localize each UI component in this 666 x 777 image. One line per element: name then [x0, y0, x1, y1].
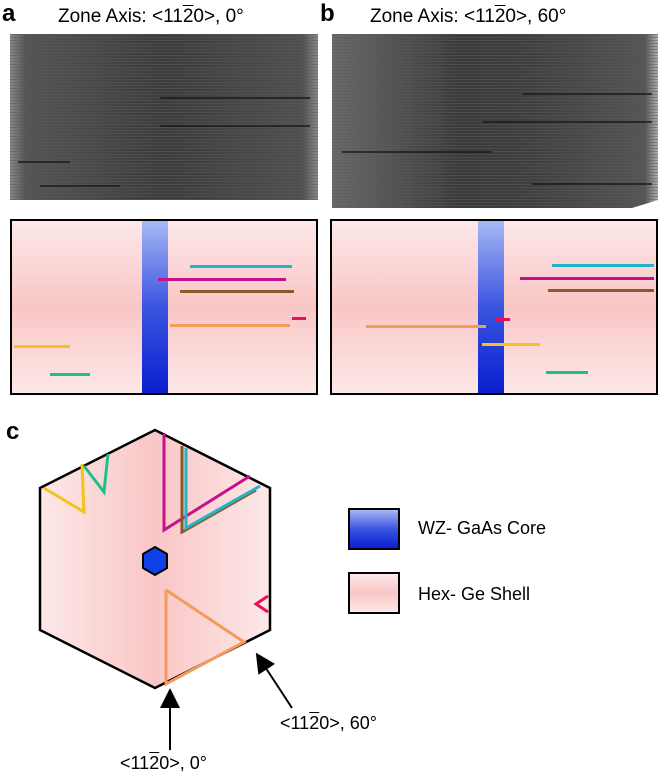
defect-line-yellow-b: [482, 343, 540, 346]
tem-stripes-b: [332, 34, 658, 208]
defect-line-green-b: [546, 371, 588, 374]
defect-line-cyan-b: [552, 264, 654, 267]
defect-line-brown-b: [548, 289, 654, 292]
legend-core-label: WZ- GaAs Core: [418, 518, 547, 538]
hexagon-diagram: [38, 428, 293, 750]
arrow-sixty-suffix: 0>, 60°: [319, 713, 377, 733]
panel-label-b: b: [320, 0, 335, 27]
panel-label-a: a: [2, 0, 16, 27]
hex-defect-brown: [180, 446, 257, 535]
core-hexagon: [142, 545, 168, 577]
schematic-b: [330, 219, 658, 395]
hex-defect-cyan: [184, 448, 261, 531]
schematic-a: [10, 219, 318, 395]
panel-label-c: c: [6, 418, 20, 445]
title-a-suffix: 0>, 0°: [193, 6, 244, 27]
defect-line-orange-b: [366, 325, 486, 328]
defect-line-orange-a: [170, 324, 290, 327]
title-b-bar: 2: [494, 6, 506, 27]
panel-a-title: Zone Axis: <1120>, 0°: [58, 6, 244, 28]
tem-stripes-a: [10, 34, 318, 200]
defect-line-magenta-b: [520, 277, 654, 280]
hex-defect-yellow: [43, 463, 86, 515]
defect-line-pink-b: [496, 318, 510, 321]
hex-defect-magenta: [162, 434, 251, 533]
legend-shell-swatch: [348, 572, 400, 614]
defect-line-green-a: [50, 373, 90, 376]
arrow-zero-label: <1120>, 0°: [120, 752, 207, 774]
arrow-sixty-prefix: <11: [280, 713, 310, 733]
title-b-suffix: 0>, 60°: [505, 6, 567, 27]
arrow-sixty-bar: 2: [309, 713, 320, 733]
title-a-bar: 2: [182, 6, 194, 27]
arrow-zero-suffix: 0>, 0°: [159, 753, 207, 773]
tem-image-b: [332, 34, 658, 208]
hex-defect-pink: [253, 594, 269, 614]
core-band-b: [478, 221, 504, 393]
legend-shell-label: Hex- Ge Shell: [418, 584, 531, 604]
panel-b-title: Zone Axis: <1120>, 60°: [370, 6, 566, 28]
defect-line-yellow-a: [14, 345, 70, 348]
defect-line-cyan-a: [190, 265, 292, 268]
defect-line-brown-a: [180, 290, 294, 293]
title-a-prefix: Zone Axis: <11: [58, 6, 183, 27]
title-b-prefix: Zone Axis: <11: [370, 6, 495, 27]
defect-line-pink-a: [292, 317, 306, 320]
arrow-zero-bar: 2: [149, 753, 160, 773]
arrow-zero-prefix: <11: [120, 753, 150, 773]
hex-defect-green: [82, 453, 110, 496]
legend-core-swatch: [348, 508, 400, 550]
defect-line-magenta-a: [158, 278, 286, 281]
core-band-a: [142, 221, 168, 393]
tem-image-a: [10, 34, 318, 200]
arrow-sixty-label: <1120>, 60°: [280, 712, 377, 734]
arrow-sixty: [255, 652, 293, 709]
hex-defect-orange: [164, 588, 247, 687]
